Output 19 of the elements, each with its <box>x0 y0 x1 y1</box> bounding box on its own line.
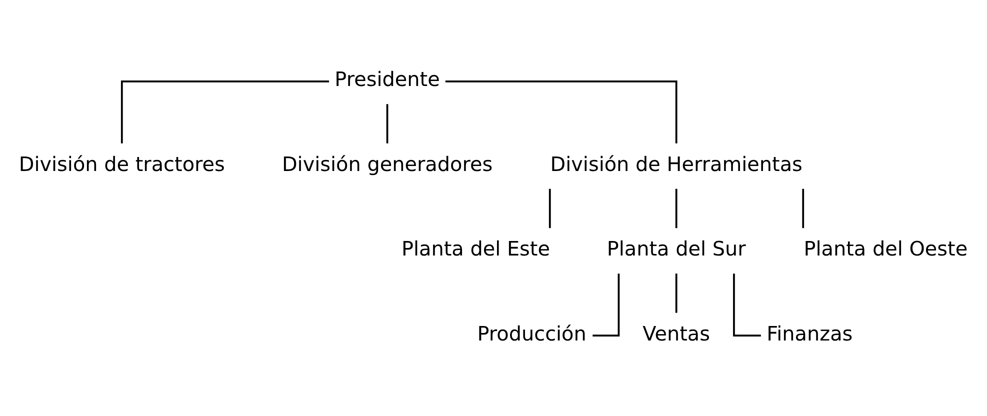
node-text: Ventas <box>642 322 710 345</box>
connector <box>592 273 620 336</box>
connector <box>733 273 761 336</box>
node-text: Planta del Oeste <box>804 237 968 260</box>
connector <box>120 80 330 143</box>
node-text: División de Herramientas <box>550 152 802 176</box>
connector <box>386 104 388 143</box>
node-text: División de tractores <box>18 152 225 176</box>
node-text: Finanzas <box>766 322 853 345</box>
node-text: Presidente <box>334 68 440 91</box>
node-text: Planta del Sur <box>606 237 746 260</box>
node-text: Producción <box>477 322 586 345</box>
connector <box>675 188 678 228</box>
connector <box>675 273 678 312</box>
connector <box>548 188 551 228</box>
connector <box>802 188 804 228</box>
connector <box>445 80 678 143</box>
node-text: Planta del Este <box>401 237 550 260</box>
node-text: División generadores <box>282 152 493 176</box>
